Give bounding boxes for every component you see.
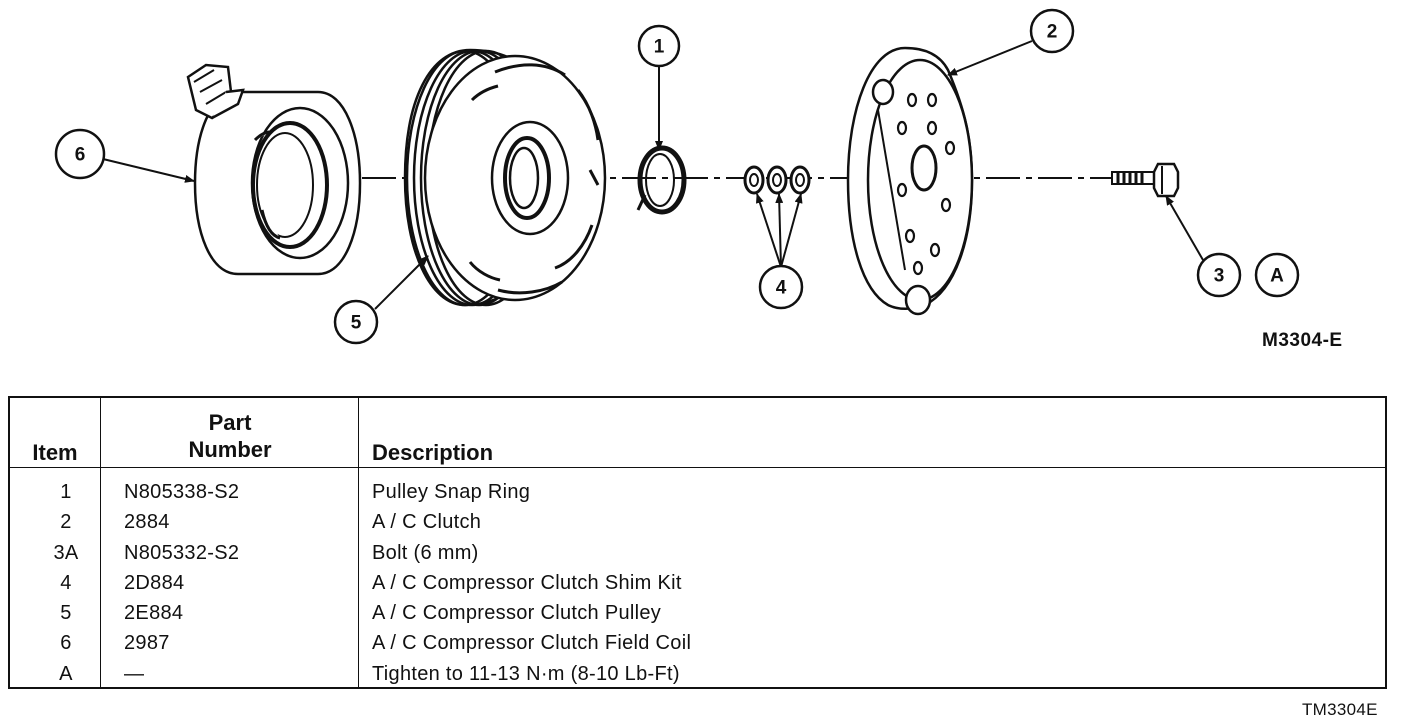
column-divider-part — [358, 398, 359, 687]
table-row: 4 2D884 A / C Compressor Clutch Shim Kit — [10, 568, 1385, 598]
figure-code: M3304-E — [1262, 330, 1343, 351]
header-divider — [10, 467, 1385, 468]
description-cell: A / C Clutch — [372, 511, 482, 534]
callout-circle-5 — [333, 299, 379, 345]
leader-lines — [102, 40, 1204, 310]
callout-label-2: 2 — [1047, 22, 1058, 43]
item-cell: 4 — [60, 571, 72, 594]
header-part-line2: Number — [188, 437, 272, 462]
field-coil-part — [186, 63, 362, 276]
shim-washers-part — [743, 165, 811, 195]
callout-label-a: A — [1270, 266, 1284, 287]
description-cell: Pulley Snap Ring — [372, 481, 531, 503]
snap-ring-part — [636, 145, 687, 215]
item-cell: 5 — [60, 602, 72, 625]
ac-clutch-part — [846, 46, 974, 316]
column-divider-item — [100, 398, 101, 687]
description-cell: A / C Compressor Clutch Field Coil — [372, 632, 692, 655]
header-item: Item — [32, 440, 78, 465]
part-number-cell: N805338-S2 — [124, 481, 240, 503]
header-description: Description — [372, 440, 494, 465]
exploded-view-diagram: 1 2 3 A 4 5 6 — [54, 8, 1300, 345]
callout-label-3: 3 — [1214, 266, 1225, 287]
table-row: 5 2E884 A / C Compressor Clutch Pulley — [10, 598, 1385, 628]
table-row: 6 2987 A / C Compressor Clutch Field Coi… — [10, 628, 1385, 658]
callout-label-1: 1 — [654, 37, 665, 58]
table-row: 2 2884 A / C Clutch — [10, 507, 1385, 537]
part-number-cell: N805332-S2 — [124, 541, 240, 564]
item-cell: 6 — [60, 632, 72, 655]
table-row: 3A N805332-S2 Bolt (6 mm) — [10, 538, 1385, 568]
description-cell: Bolt (6 mm) — [372, 541, 479, 564]
bolt-part — [1111, 162, 1180, 198]
part-number-cell: 2D884 — [124, 571, 185, 594]
table-body: 1 N805338-S2 Pulley Snap Ring 2 2884 A /… — [10, 477, 1385, 689]
table-row: 1 N805338-S2 Pulley Snap Ring — [10, 477, 1385, 507]
item-cell: 2 — [60, 511, 72, 534]
header-part-line1: Part — [208, 410, 252, 435]
part-number-cell: 2884 — [124, 511, 170, 534]
header-part-number: Part Number — [100, 409, 360, 463]
part-number-cell: 2E884 — [124, 602, 184, 625]
document-code: TM3304E — [1302, 700, 1378, 719]
callout-circle-6 — [54, 128, 106, 180]
description-cell: Tighten to 11-13 N·m (8-10 Lb-Ft) — [372, 662, 680, 685]
description-cell: A / C Compressor Clutch Shim Kit — [372, 571, 682, 594]
callout-circle-a — [1254, 252, 1300, 298]
description-cell: A / C Compressor Clutch Pulley — [372, 602, 662, 625]
part-number-cell: — — [124, 662, 145, 685]
item-cell: 3A — [53, 541, 79, 564]
table-row: A — Tighten to 11-13 N·m (8-10 Lb-Ft) — [10, 659, 1385, 689]
callout-circle-4 — [758, 264, 804, 310]
item-cell: A — [59, 662, 73, 685]
callout-circle-3 — [1196, 252, 1242, 298]
callout-label-4: 4 — [776, 278, 787, 299]
callout-label-6: 6 — [75, 145, 86, 166]
parts-table: Item Part Number Description 1 N805338-S… — [8, 396, 1387, 689]
clutch-pulley-part — [403, 48, 607, 307]
callout-label-5: 5 — [351, 313, 362, 334]
part-number-cell: 2987 — [124, 632, 170, 655]
callout-circle-2 — [1029, 8, 1075, 54]
callout-circle-1 — [637, 24, 681, 68]
item-cell: 1 — [60, 481, 72, 503]
